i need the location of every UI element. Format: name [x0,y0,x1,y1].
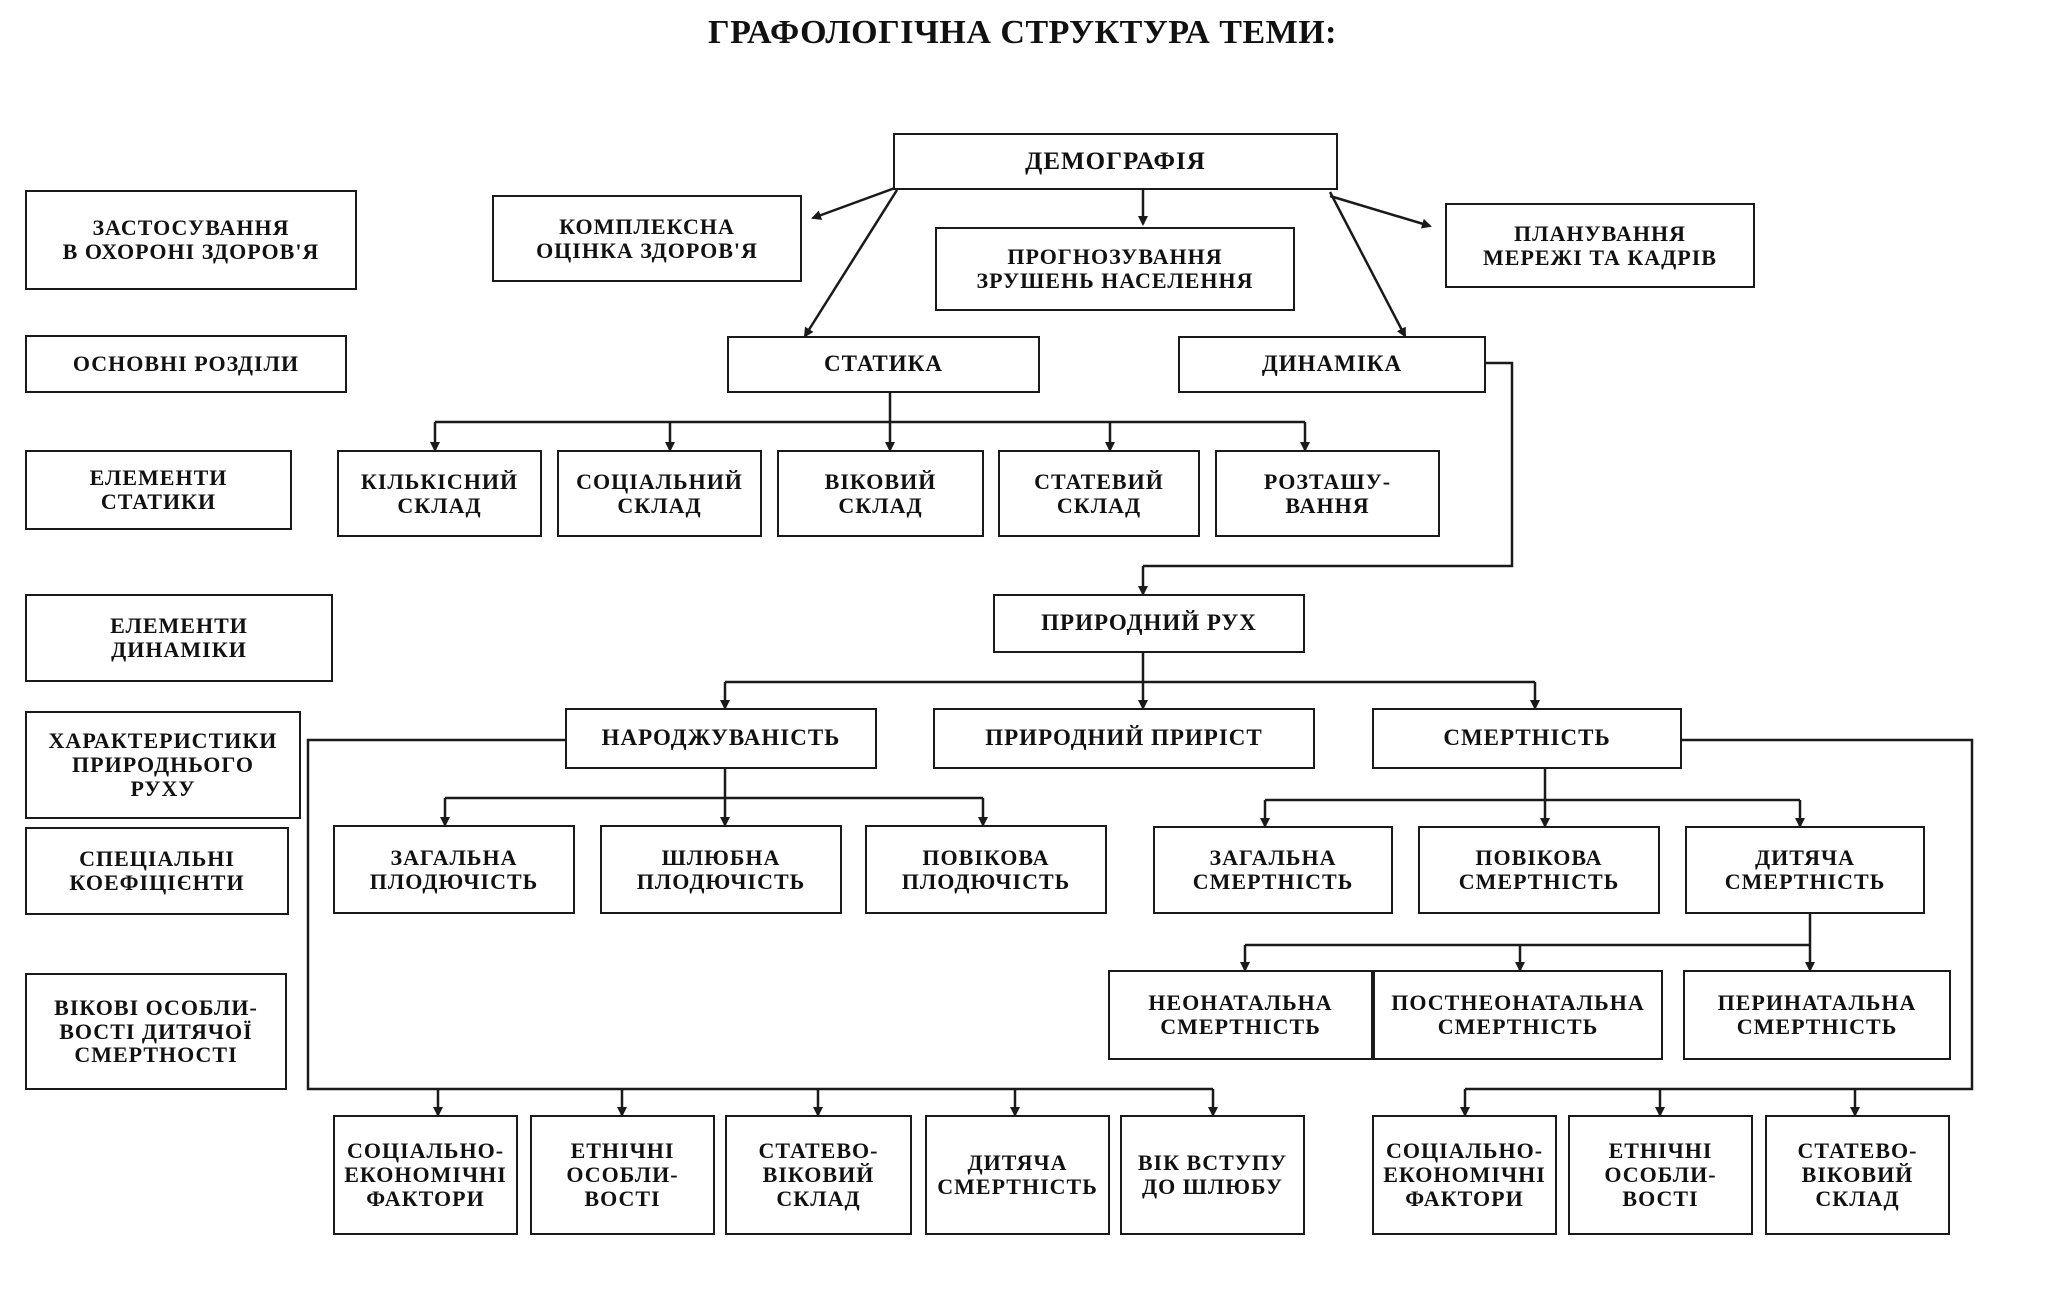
node-static-location: РОЗТАШУ- ВАННЯ [1215,450,1440,537]
node-mortality-age-specific: ПОВІКОВА СМЕРТНІСТЬ [1418,826,1660,914]
node-mortality-factor-socioeconomic: СОЦІАЛЬНО- ЕКОНОМІЧНІ ФАКТОРИ [1372,1115,1557,1235]
node-fertility-marital: ШЛЮБНА ПЛОДЮЧІСТЬ [600,825,842,914]
node-birth-factor-socioeconomic: СОЦІАЛЬНО- ЕКОНОМІЧНІ ФАКТОРИ [333,1115,518,1235]
node-static-social: СОЦІАЛЬНИЙ СКЛАД [557,450,762,537]
node-health-assessment: КОМПЛЕКСНА ОЦІНКА ЗДОРОВ'Я [492,195,802,282]
node-demography: ДЕМОГРАФІЯ [893,133,1338,190]
node-infant-postneonatal: ПОСТНЕОНАТАЛЬНА СМЕРТНІСТЬ [1373,970,1663,1060]
node-birth-factor-ethnic: ЕТНІЧНІ ОСОБЛИ- ВОСТІ [530,1115,715,1235]
side-label-infant-mortality-age-features: ВІКОВІ ОСОБЛИ- ВОСТІ ДИТЯЧОЇ СМЕРТНОСТІ [25,973,287,1090]
side-label-main-sections: ОСНОВНІ РОЗДІЛИ [25,335,347,393]
arrow-demography-to-dynamics [1328,191,1407,338]
node-infant-perinatal: ПЕРИНАТАЛЬНА СМЕРТНІСТЬ [1683,970,1951,1060]
node-planning: ПЛАНУВАННЯ МЕРЕЖІ ТА КАДРІВ [1445,203,1755,288]
node-mortality-general: ЗАГАЛЬНА СМЕРТНІСТЬ [1153,826,1393,914]
arrow-demography-to-statics [803,189,899,338]
side-label-natural-movement-characteristics: ХАРАКТЕРИСТИКИ ПРИРОДНЬОГО РУХУ [25,711,301,819]
diagram-title: ГРАФОЛОГІЧНА СТРУКТУРА ТЕМИ: [707,14,1337,51]
arrow-demography-to-health [811,186,896,220]
node-mortality: СМЕРТНІСТЬ [1372,708,1682,769]
side-label-special-coefficients: СПЕЦІАЛЬНІ КОЕФІЦІЄНТИ [25,827,289,915]
node-mortality-infant: ДИТЯЧА СМЕРТНІСТЬ [1685,826,1925,914]
side-label-static-elements: ЕЛЕМЕНТИ СТАТИКИ [25,450,292,530]
node-birth-factor-infant-mortality: ДИТЯЧА СМЕРТНІСТЬ [925,1115,1110,1235]
node-birth-factor-sex-age: СТАТЕВО- ВІКОВИЙ СКЛАД [725,1115,912,1235]
line-dynamics-to-natural-movement [1143,361,1514,568]
node-birth-factor-marriage-age: ВІК ВСТУПУ ДО ШЛЮБУ [1120,1115,1305,1235]
node-dynamics: ДИНАМІКА [1178,336,1486,393]
node-fertility-age-specific: ПОВІКОВА ПЛОДЮЧІСТЬ [865,825,1107,914]
node-static-sex: СТАТЕВИЙ СКЛАД [998,450,1200,537]
node-fertility-general: ЗАГАЛЬНА ПЛОДЮЧІСТЬ [333,825,575,914]
node-mortality-factor-ethnic: ЕТНІЧНІ ОСОБЛИ- ВОСТІ [1568,1115,1753,1235]
node-static-quantitative: КІЛЬКІСНИЙ СКЛАД [337,450,542,537]
node-forecasting: ПРОГНОЗУВАННЯ ЗРУШЕНЬ НАСЕЛЕННЯ [935,227,1295,311]
node-infant-neonatal: НЕОНАТАЛЬНА СМЕРТНІСТЬ [1108,970,1373,1060]
side-label-dynamic-elements: ЕЛЕМЕНТИ ДИНАМІКИ [25,594,333,682]
arrow-demography-to-planning [1329,194,1432,229]
line-mortality-to-factors [1465,738,1974,1091]
node-statics: СТАТИКА [727,336,1040,393]
node-natural-increase: ПРИРОДНИЙ ПРИРІСТ [933,708,1315,769]
line-birth-to-factors [306,738,1213,1091]
node-birth-rate: НАРОДЖУВАНІСТЬ [565,708,877,769]
node-natural-movement: ПРИРОДНИЙ РУХ [993,594,1305,653]
node-static-age: ВІКОВИЙ СКЛАД [777,450,984,537]
node-mortality-factor-sex-age: СТАТЕВО- ВІКОВИЙ СКЛАД [1765,1115,1950,1235]
side-label-health-application: ЗАСТОСУВАННЯ В ОХОРОНІ ЗДОРОВ'Я [25,190,357,290]
